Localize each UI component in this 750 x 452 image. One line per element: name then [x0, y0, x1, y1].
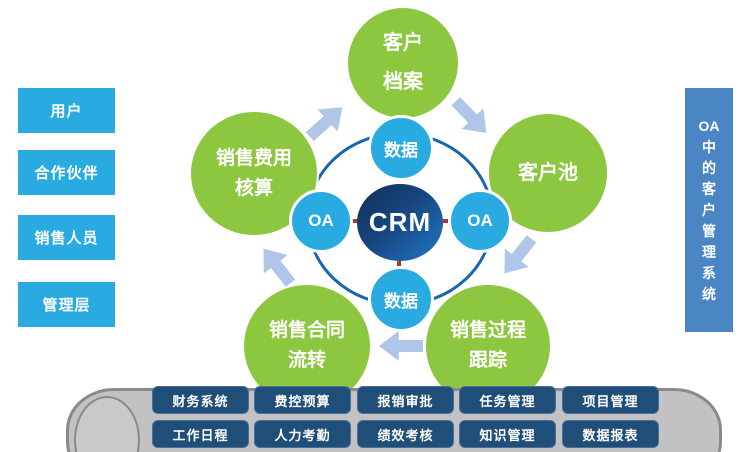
crm-core: CRM — [357, 184, 443, 261]
platform-btn-reimbursement[interactable]: 报销审批 — [357, 386, 454, 414]
banner-char: 的 — [702, 160, 716, 176]
data-node-bottom: 数据 — [368, 266, 434, 332]
banner-char: 统 — [702, 286, 716, 302]
banner-char: 客 — [702, 181, 716, 197]
module-label: 销售过程 — [449, 320, 526, 341]
module-label: 客户 — [383, 32, 423, 54]
module-label: 销售合同 — [268, 320, 345, 341]
sidebar-item-managers[interactable]: 管理层 — [18, 282, 115, 327]
platform-btn-performance[interactable]: 绩效考核 — [357, 420, 454, 448]
banner-char: 理 — [702, 244, 716, 260]
platform-btn-knowledge-mgmt[interactable]: 知识管理 — [459, 420, 556, 448]
connector-dash-right — [443, 219, 452, 223]
connector-dash-left — [349, 219, 358, 223]
module-label: 销售费用 — [215, 147, 292, 169]
module-label: 核算 — [234, 177, 273, 199]
platform-rim — [74, 396, 140, 452]
module-customer-archive: 客户 档案 — [346, 6, 460, 120]
module-label: 档案 — [383, 71, 423, 93]
sidebar-item-sales[interactable]: 销售人员 — [18, 215, 115, 260]
platform-btn-expense-budget[interactable]: 费控预算 — [254, 386, 351, 414]
sidebar-item-users[interactable]: 用户 — [18, 88, 115, 133]
module-label: 跟踪 — [468, 350, 507, 371]
banner-char: 中 — [702, 139, 716, 155]
oa-crm-banner: OA 中 的 客 户 管 理 系 统 — [685, 88, 733, 332]
platform-btn-task-mgmt[interactable]: 任务管理 — [459, 386, 556, 414]
module-label: 客户池 — [518, 162, 578, 184]
banner-char: OA — [698, 118, 720, 134]
flow-arrow-down-right-icon — [445, 91, 497, 143]
platform-btn-finance-system[interactable]: 财务系统 — [152, 386, 249, 414]
oa-node-right: OA — [448, 189, 512, 253]
banner-char: 户 — [702, 202, 716, 218]
banner-char: 管 — [702, 223, 716, 239]
sidebar-item-partners[interactable]: 合作伙伴 — [18, 150, 115, 195]
platform-btn-project-mgmt[interactable]: 项目管理 — [562, 386, 659, 414]
platform-btn-work-schedule[interactable]: 工作日程 — [152, 420, 249, 448]
module-label: 流转 — [287, 350, 326, 371]
data-node-top: 数据 — [368, 115, 434, 181]
platform-btn-data-reports[interactable]: 数据报表 — [562, 420, 659, 448]
flow-arrow-left-icon — [379, 331, 423, 361]
oa-node-left: OA — [289, 189, 353, 253]
banner-char: 系 — [702, 265, 716, 281]
platform-btn-hr-attendance[interactable]: 人力考勤 — [254, 420, 351, 448]
connector-dash-bottom — [397, 261, 401, 270]
